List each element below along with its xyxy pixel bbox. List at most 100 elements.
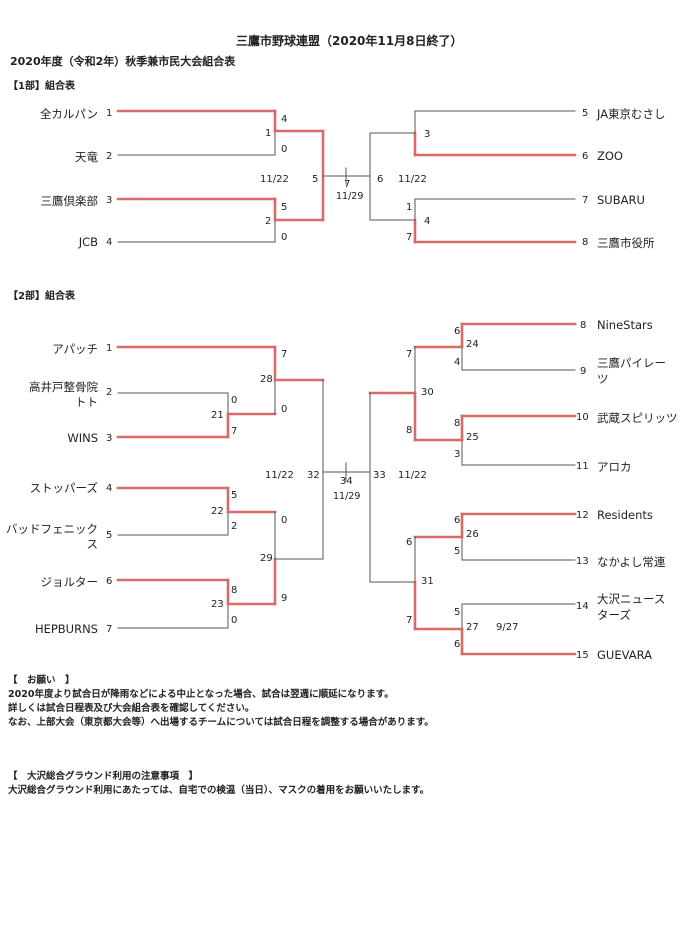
team-name: 高井戸整骨院: [29, 380, 98, 394]
match-number: 28: [260, 374, 273, 385]
match-number: 2: [265, 216, 272, 227]
match-number: 3: [424, 129, 431, 140]
team-name: アロカ: [597, 460, 632, 474]
team-seed: 1: [106, 108, 113, 119]
match-number: 22: [211, 506, 224, 517]
team-seed: 5: [582, 108, 589, 119]
team-seed: 1: [106, 343, 113, 354]
team-name-line2: ターズ: [597, 608, 631, 622]
notice-line: なお、上部大会（東京都大会等）へ出場するチームについては試合日程を調整する場合が…: [8, 717, 434, 728]
team-name: ZOO: [597, 149, 623, 163]
score: 6: [454, 515, 461, 526]
team-name: ジョルター: [40, 575, 99, 589]
score: 6: [406, 537, 413, 548]
team-seed: 8: [580, 320, 587, 331]
score: 8: [406, 425, 413, 436]
match-date: 9/27: [496, 622, 519, 633]
team-seed: 11: [576, 461, 589, 472]
score: 6: [454, 326, 461, 337]
score: 7: [406, 232, 413, 243]
team-name: JCB: [78, 235, 98, 249]
score: 5: [454, 607, 461, 618]
team-seed: 14: [576, 601, 589, 612]
match-number: 21: [211, 410, 224, 421]
score: 6: [454, 639, 461, 650]
team-name: JA東京むさし: [597, 107, 666, 121]
team-seed: 13: [576, 556, 589, 567]
team-name: GUEVARA: [597, 648, 652, 662]
ground-header: 【 大沢総合グラウンド利用の注意事項 】: [8, 771, 199, 782]
notice-header: 【 お願い 】: [8, 675, 75, 686]
team-seed: 3: [106, 433, 113, 444]
match-number: 25: [466, 432, 479, 443]
div1-header: 【1部】組合表: [8, 81, 75, 92]
match-number: 26: [466, 529, 479, 540]
score: 7: [281, 349, 288, 360]
score: 8: [454, 418, 461, 429]
score: 7: [406, 615, 413, 626]
score: 5: [454, 546, 461, 557]
match-date: 11/22: [398, 470, 427, 481]
match-number: 29: [260, 553, 273, 564]
match-number: 4: [424, 216, 431, 227]
page-title: 三鷹市野球連盟（2020年11月8日終了）: [236, 34, 463, 48]
team-seed: 7: [582, 195, 589, 206]
score: 0: [231, 395, 238, 406]
match-number: 6: [377, 174, 384, 185]
team-name: 三鷹倶楽部: [40, 194, 99, 208]
notice-line: 2020年度より試合日が降雨などによる中止となった場合、試合は翌週に順延になりま…: [8, 689, 394, 700]
score: 1: [406, 202, 413, 213]
match-number: 33: [373, 470, 386, 481]
team-seed: 3: [106, 195, 113, 206]
match-date: 11/22: [398, 174, 427, 185]
team-seed: 4: [106, 237, 113, 248]
score: 5: [231, 490, 238, 501]
match-date: 11/22: [260, 174, 289, 185]
score: 4: [454, 357, 461, 368]
team-seed: 6: [582, 151, 589, 162]
team-seed: 7: [106, 624, 113, 635]
team-seed: 2: [106, 387, 113, 398]
team-name: アパッチ: [52, 342, 98, 356]
team-seed: 10: [576, 412, 589, 423]
team-name: SUBARU: [597, 193, 645, 207]
page-subtitle: 2020年度（令和2年）秋季兼市民大会組合表: [10, 55, 236, 68]
match-date: 11/22: [265, 470, 294, 481]
score: 0: [281, 515, 288, 526]
match-number: 27: [466, 622, 479, 633]
score: 0: [281, 404, 288, 415]
score: 3: [454, 449, 461, 460]
team-name: NineStars: [597, 318, 653, 332]
match-date: 11/29: [336, 191, 364, 202]
notice-line: 詳しくは試合日程表及び大会組合表を確認してください。: [8, 703, 255, 714]
team-name: Residents: [597, 508, 653, 522]
team-seed: 15: [576, 650, 589, 661]
team-name: 全カルパン: [39, 107, 98, 121]
match-number: 31: [421, 576, 434, 587]
match-number: 24: [466, 339, 479, 350]
team-seed: 12: [576, 510, 589, 521]
team-name: なかよし常連: [597, 555, 666, 569]
score: 0: [231, 615, 238, 626]
team-name: ストッパーズ: [29, 481, 98, 495]
match-number: 5: [312, 174, 319, 185]
team-name-line2: ツ: [597, 372, 609, 386]
team-seed: 5: [106, 530, 113, 541]
score: 8: [231, 585, 238, 596]
team-seed: 4: [106, 483, 113, 494]
match-number: 32: [307, 470, 320, 481]
match-number: 30: [421, 387, 434, 398]
div2-header: 【2部】組合表: [8, 291, 75, 302]
score: 7: [406, 349, 413, 360]
score: 9: [281, 593, 288, 604]
team-name-line2: トト: [75, 395, 98, 409]
score: 2: [231, 521, 238, 532]
team-name: 三鷹パイレー: [597, 356, 666, 370]
team-seed: 8: [582, 237, 589, 248]
team-seed: 9: [580, 366, 587, 377]
ground-line: 大沢総合グラウンド利用にあたっては、自宅での検温（当日）、マスクの着用をお願いい…: [8, 785, 430, 796]
team-name: 大沢ニュース: [597, 592, 666, 606]
score: 7: [231, 426, 238, 437]
match-date: 11/29: [333, 491, 361, 502]
